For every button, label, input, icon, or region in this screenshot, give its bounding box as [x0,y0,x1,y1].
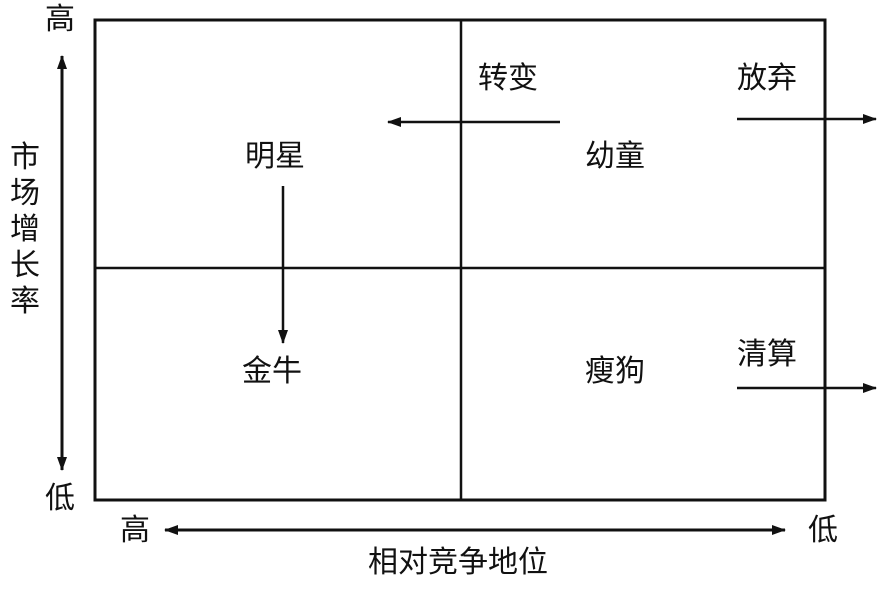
quadrant-star-label: 明星 [245,139,305,174]
quadrant-cash-cow-label: 金牛 [242,354,302,389]
quadrant-dog-label: 瘦狗 [585,354,645,389]
y-axis-high-label: 高 [45,2,75,37]
x-axis-high-label: 高 [120,513,150,548]
action-liquidate-label: 清算 [737,337,797,372]
x-axis-low-label: 低 [808,513,838,548]
x-axis-title: 相对竞争地位 [368,545,548,580]
action-abandon-label: 放弃 [737,61,797,96]
y-axis-low-label: 低 [45,481,75,516]
quadrant-question-mark-label: 幼童 [585,139,645,174]
y-axis-title: 市场增长率 [10,140,40,319]
action-transform-label: 转变 [478,61,538,96]
